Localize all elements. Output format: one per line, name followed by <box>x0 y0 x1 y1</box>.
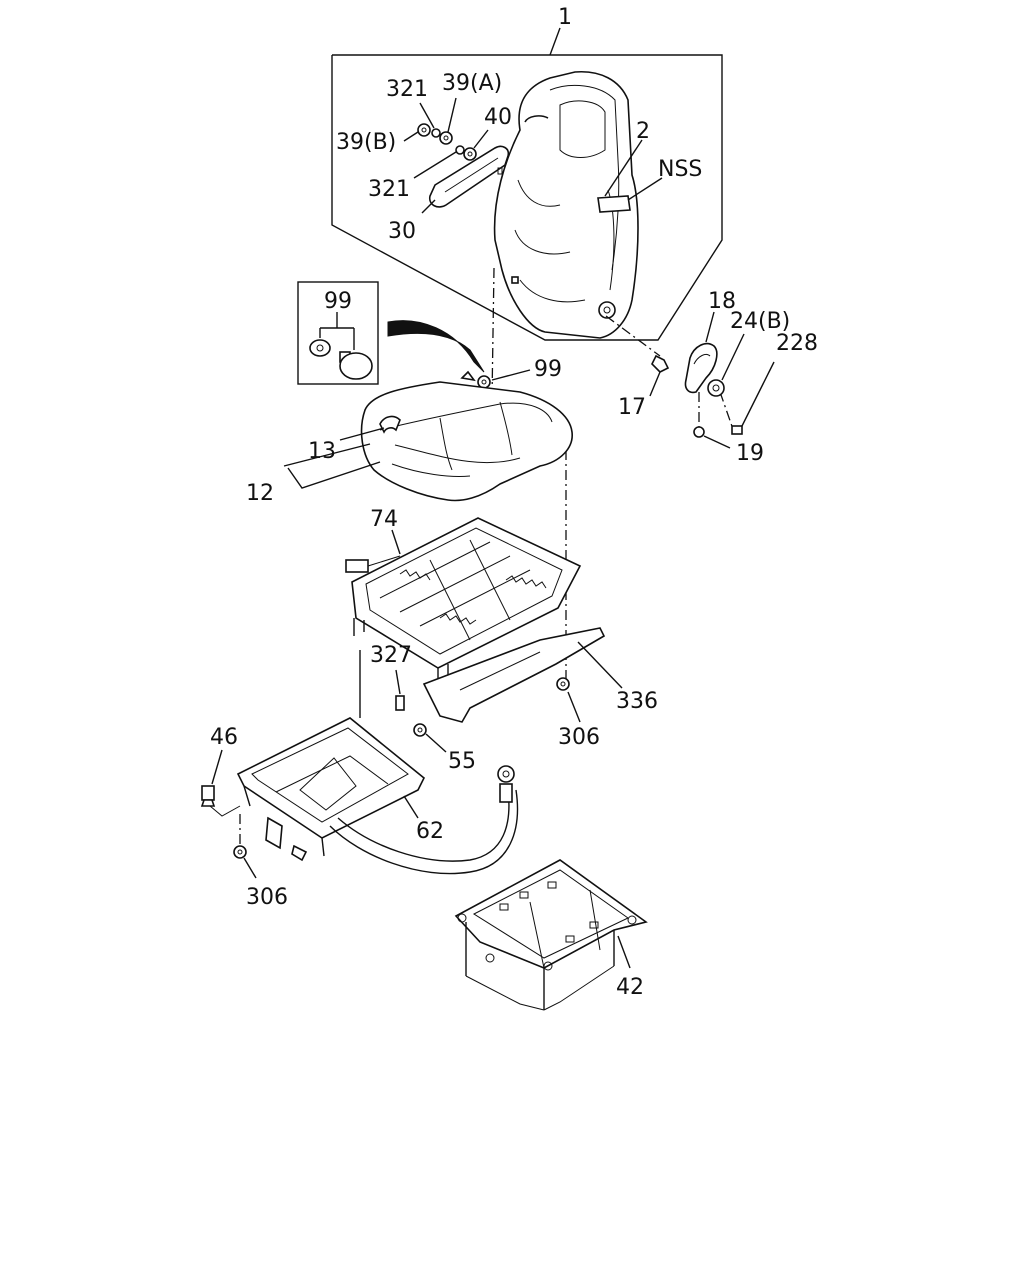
armrest <box>428 145 510 208</box>
label-228: 228 <box>776 331 818 356</box>
label-74: 74 <box>370 507 398 532</box>
nut-306-left <box>233 814 257 879</box>
cushion-clip-99 <box>460 369 531 389</box>
detail-box-99 <box>297 281 485 385</box>
label-24b: 24(B) <box>730 309 790 334</box>
seat-cushion <box>360 381 573 502</box>
hinge-parts <box>649 311 775 449</box>
label-1: 1 <box>558 5 572 30</box>
base-bracket-42 <box>454 859 648 1011</box>
label-nss: NSS <box>658 157 702 182</box>
label-18: 18 <box>708 289 736 314</box>
label-99: 99 <box>534 357 562 382</box>
label-321-top: 321 <box>386 77 428 102</box>
nut-55 <box>413 723 447 753</box>
label-306-left: 306 <box>246 885 288 910</box>
label-17: 17 <box>618 395 646 420</box>
label-55: 55 <box>448 749 476 774</box>
leader-nss <box>627 177 663 201</box>
label-40: 40 <box>484 105 512 130</box>
seatback-group-outline <box>331 27 723 341</box>
label-39b: 39(B) <box>336 130 396 155</box>
label-39a: 39(A) <box>442 71 502 96</box>
leader-62 <box>403 795 419 819</box>
nut-306-right <box>556 677 581 723</box>
bolt-46 <box>200 749 241 817</box>
leader-336 <box>577 641 623 689</box>
seatback <box>493 70 639 339</box>
label-306-right: 306 <box>558 725 600 750</box>
label-327: 327 <box>370 643 412 668</box>
leader-12b <box>283 443 371 467</box>
lower-frame-62 <box>236 650 426 862</box>
leader-2 <box>604 139 643 197</box>
label-42: 42 <box>616 975 644 1000</box>
label-321-lower: 321 <box>368 177 410 202</box>
cable <box>329 765 519 875</box>
leader-13 <box>339 427 385 441</box>
label-19: 19 <box>736 441 764 466</box>
leader-12 <box>287 461 381 489</box>
label-46: 46 <box>210 725 238 750</box>
label-336: 336 <box>616 689 658 714</box>
alignment-line-back <box>491 267 495 399</box>
bolt-327 <box>395 669 405 711</box>
leader-74 <box>391 529 401 555</box>
label-13: 13 <box>308 439 336 464</box>
label-30: 30 <box>388 219 416 244</box>
side-cover-336 <box>422 627 606 723</box>
callout-labels: 1 321 39(A) 39(B) 40 321 30 2 NSS 99 99 … <box>210 5 818 1000</box>
label-62: 62 <box>416 819 444 844</box>
label-12: 12 <box>246 481 274 506</box>
armrest-fasteners <box>403 97 489 214</box>
label-99-box: 99 <box>324 289 352 314</box>
leader-42 <box>617 935 631 969</box>
seat-frame <box>345 517 582 680</box>
label-2: 2 <box>636 119 650 144</box>
